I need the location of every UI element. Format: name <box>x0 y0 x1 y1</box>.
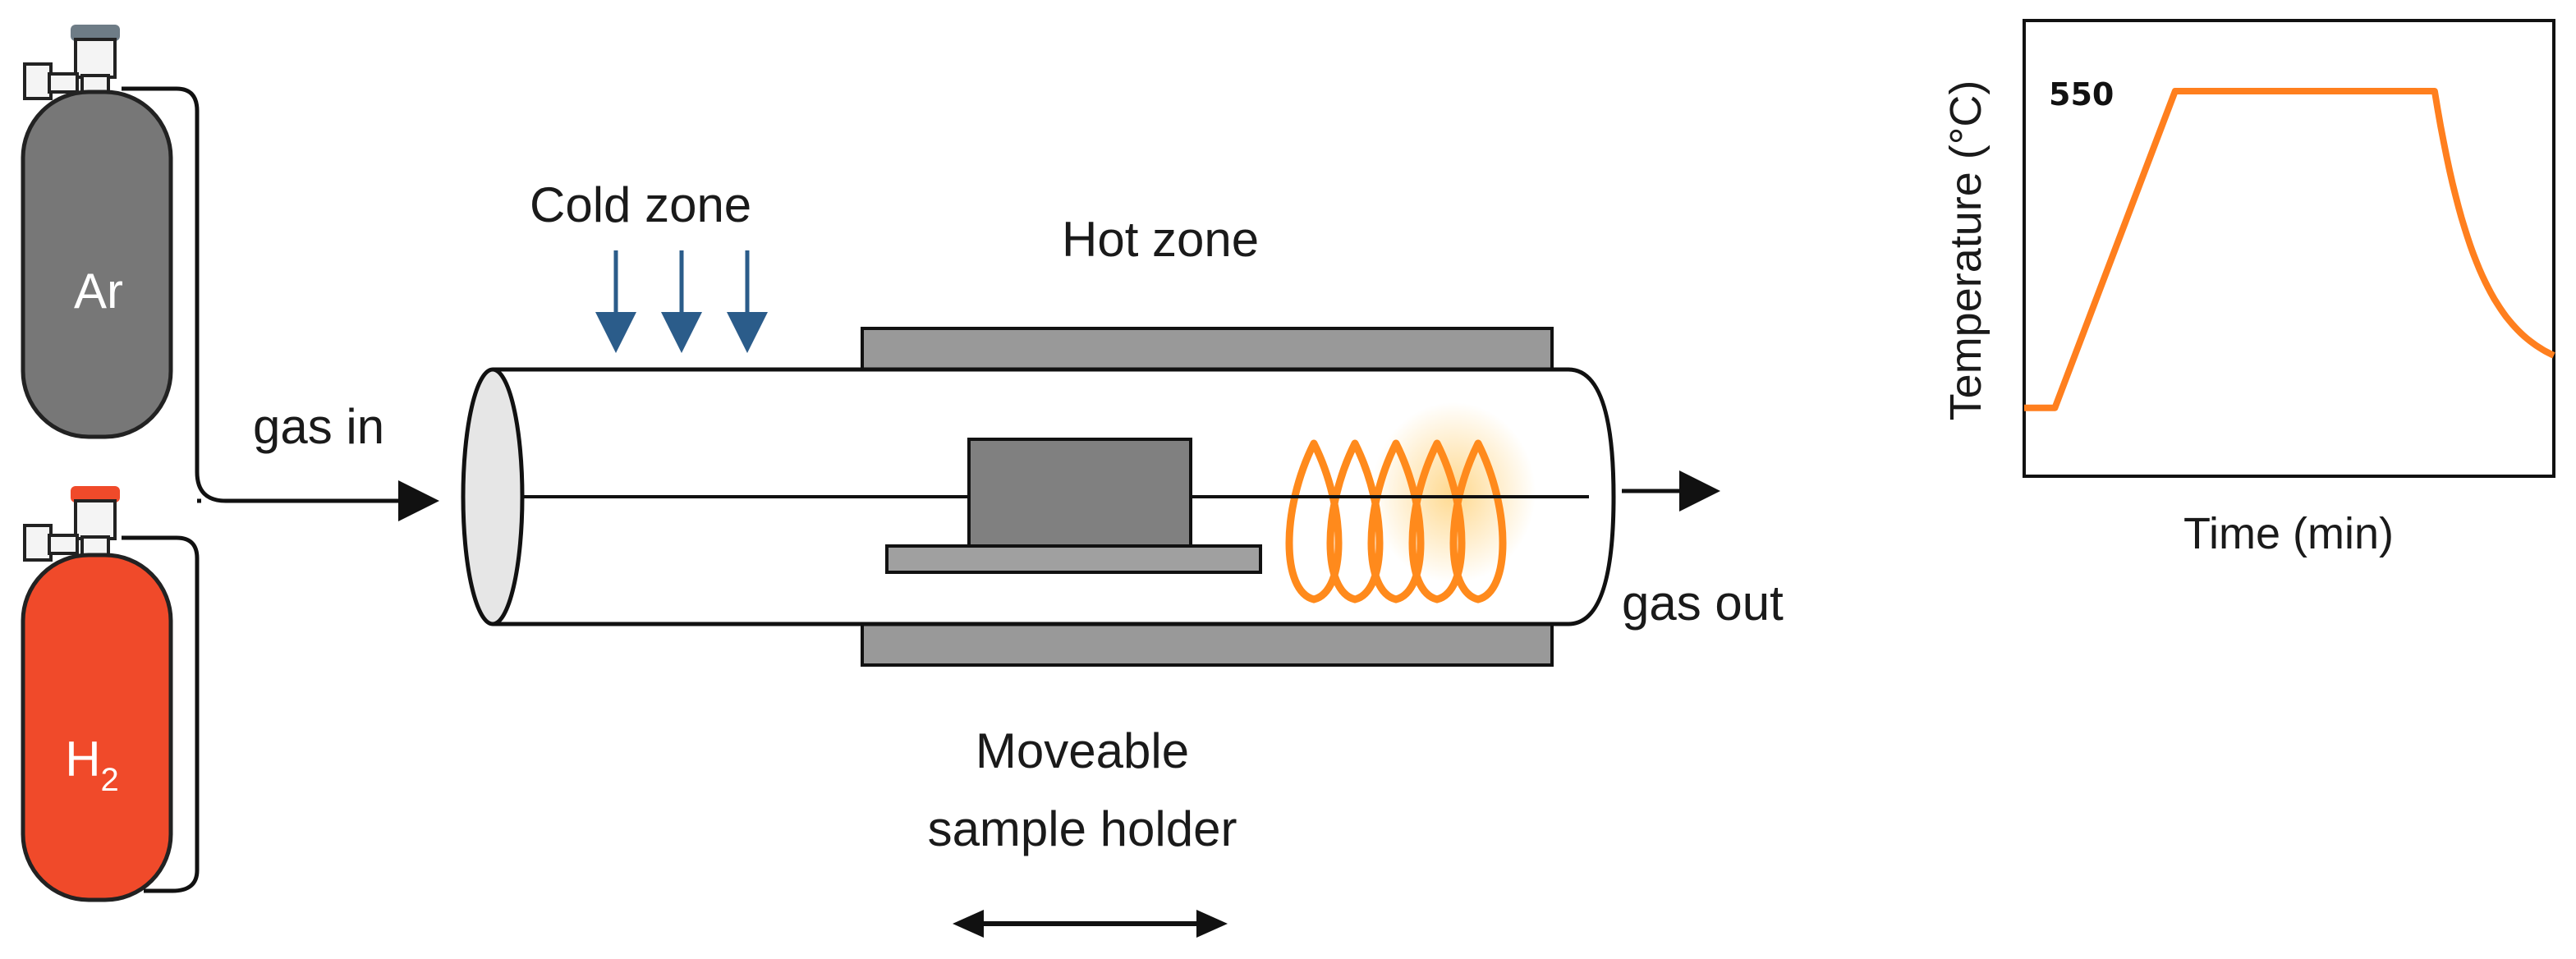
furnace-bottom-heater <box>861 622 1554 667</box>
cold-zone-arrows <box>595 250 768 353</box>
gas-lines <box>122 86 427 893</box>
holder-label-line1: Moveable <box>976 723 1189 778</box>
quartz-tube <box>493 367 1616 626</box>
hot-zone-label: Hot zone <box>1062 212 1259 267</box>
gas-in-label: gas in <box>253 399 384 454</box>
temperature-profile-line <box>2024 88 2555 411</box>
tube-inlet-end <box>461 367 525 626</box>
holder-label-line2: sample holder <box>928 801 1237 856</box>
hydrogen-tank-body <box>21 553 173 902</box>
sample-boat[interactable] <box>967 438 1192 548</box>
sample-holder[interactable] <box>885 438 1262 574</box>
chart-y-label: Temperature (°C) <box>1941 80 1991 421</box>
furnace-top-heater <box>861 327 1554 371</box>
chart-x-label: Time (min) <box>2183 509 2394 558</box>
temperature-profile-chart: 550 Time (min) Temperature (°C) <box>1941 19 2555 558</box>
cold-zone-label: Cold zone <box>530 177 751 232</box>
hydrogen-cylinder: H2 <box>21 486 173 902</box>
chart-annotation-550: 550 <box>2049 76 2114 112</box>
sample-holder-plate[interactable] <box>885 544 1262 574</box>
argon-label: Ar <box>74 264 123 319</box>
argon-cylinder: Ar <box>21 25 173 439</box>
holder-double-arrow <box>953 910 1228 938</box>
heater-coil <box>1285 439 1507 603</box>
hydrogen-subscript: 2 <box>101 762 119 798</box>
gas-out-label: gas out <box>1622 576 1784 631</box>
hydrogen-label: H <box>65 732 100 787</box>
svg-text:H2: H2 <box>65 732 119 798</box>
argon-tank-body <box>21 89 173 439</box>
